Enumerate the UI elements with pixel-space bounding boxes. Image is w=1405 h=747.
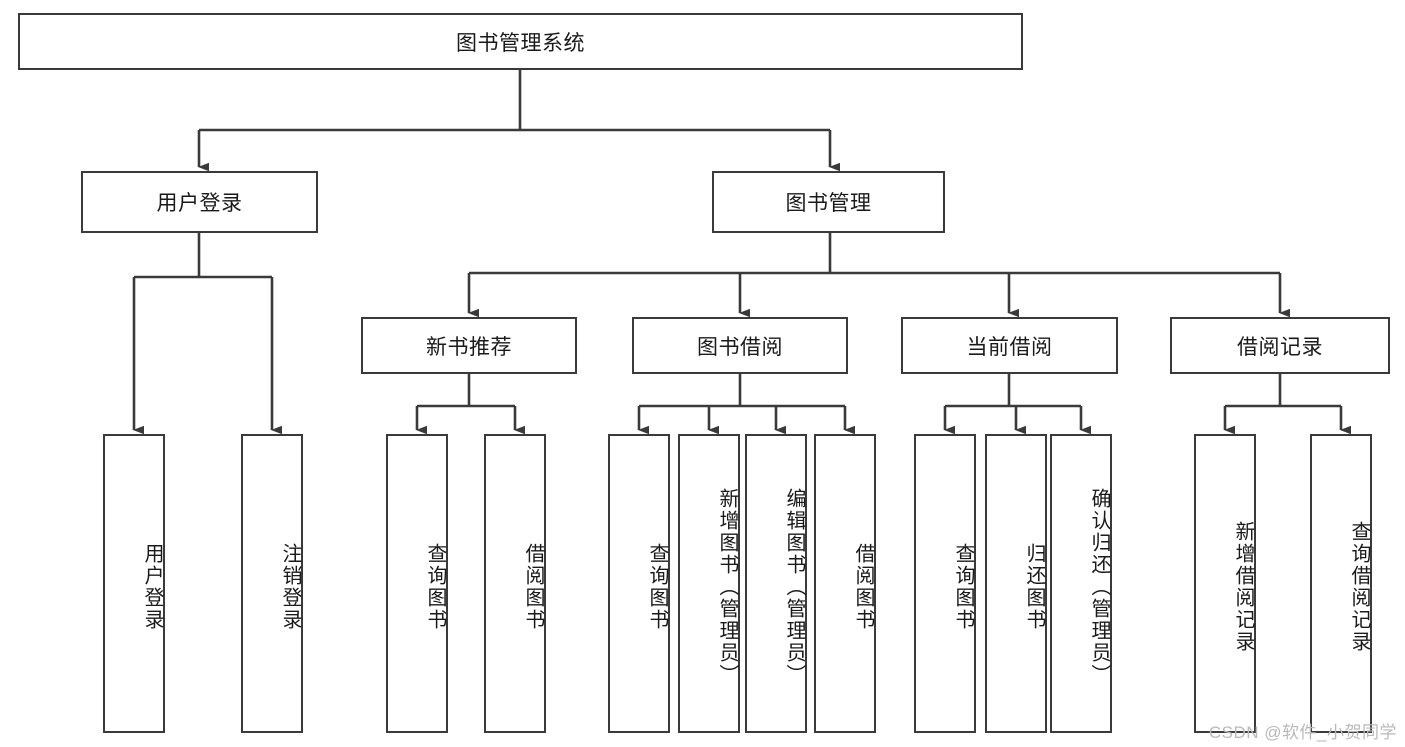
node-borrow-record[interactable]: 借阅记录 xyxy=(1170,317,1390,374)
node-leaf-return-book-label: 归还图书 xyxy=(1023,542,1045,631)
node-leaf-add-book[interactable]: 新增图书（管理员） xyxy=(678,434,740,733)
node-current-borrow-label: 当前借阅 xyxy=(966,335,1053,359)
node-current-borrow[interactable]: 当前借阅 xyxy=(901,317,1118,374)
node-new-book-recommend[interactable]: 新书推荐 xyxy=(361,317,577,374)
node-leaf-confirm-return[interactable]: 确认归还（管理员） xyxy=(1050,434,1112,733)
node-leaf-borrow-book-rec[interactable]: 借阅图书 xyxy=(484,434,546,733)
node-user-login-label: 用户登录 xyxy=(156,192,243,215)
node-leaf-user-login[interactable]: 用户登录 xyxy=(103,434,165,733)
node-leaf-borrow-book-rec-label: 借阅图书 xyxy=(522,542,544,631)
node-leaf-return-book[interactable]: 归还图书 xyxy=(985,434,1047,733)
node-root[interactable]: 图书管理系统 xyxy=(18,13,1023,70)
node-leaf-query-book-borrow-label: 查询图书 xyxy=(646,542,668,631)
node-leaf-add-record[interactable]: 新增借阅记录 xyxy=(1194,434,1256,733)
node-leaf-add-book-label: 新增图书（管理员） xyxy=(716,487,738,686)
node-book-manage[interactable]: 图书管理 xyxy=(712,171,945,233)
node-root-label: 图书管理系统 xyxy=(456,31,585,55)
node-leaf-borrow-book[interactable]: 借阅图书 xyxy=(814,434,876,733)
node-leaf-confirm-return-label: 确认归还（管理员） xyxy=(1088,487,1110,686)
node-leaf-query-book-cur[interactable]: 查询图书 xyxy=(914,434,976,733)
node-leaf-query-record[interactable]: 查询借阅记录 xyxy=(1310,434,1372,733)
node-leaf-edit-book[interactable]: 编辑图书（管理员） xyxy=(745,434,807,733)
node-leaf-query-book-borrow[interactable]: 查询图书 xyxy=(608,434,670,733)
node-book-borrow[interactable]: 图书借阅 xyxy=(632,317,848,374)
node-book-borrow-label: 图书借阅 xyxy=(697,335,783,359)
node-leaf-query-book-cur-label: 查询图书 xyxy=(952,542,974,631)
node-leaf-edit-book-label: 编辑图书（管理员） xyxy=(783,487,805,686)
node-leaf-add-record-label: 新增借阅记录 xyxy=(1232,520,1254,653)
node-leaf-query-book-rec[interactable]: 查询图书 xyxy=(386,434,448,733)
node-leaf-logout-label: 注销登录 xyxy=(279,542,301,631)
node-new-book-recommend-label: 新书推荐 xyxy=(426,335,512,359)
node-leaf-query-book-rec-label: 查询图书 xyxy=(424,542,446,631)
node-borrow-record-label: 借阅记录 xyxy=(1237,335,1323,359)
node-user-login[interactable]: 用户登录 xyxy=(81,171,318,233)
node-leaf-user-login-label: 用户登录 xyxy=(141,542,163,631)
node-leaf-query-record-label: 查询借阅记录 xyxy=(1348,520,1370,653)
node-book-manage-label: 图书管理 xyxy=(785,192,872,215)
node-leaf-borrow-book-label: 借阅图书 xyxy=(852,542,874,631)
node-leaf-logout[interactable]: 注销登录 xyxy=(241,434,303,733)
watermark-text: CSDN @软件_小贺同学 xyxy=(1208,723,1397,742)
